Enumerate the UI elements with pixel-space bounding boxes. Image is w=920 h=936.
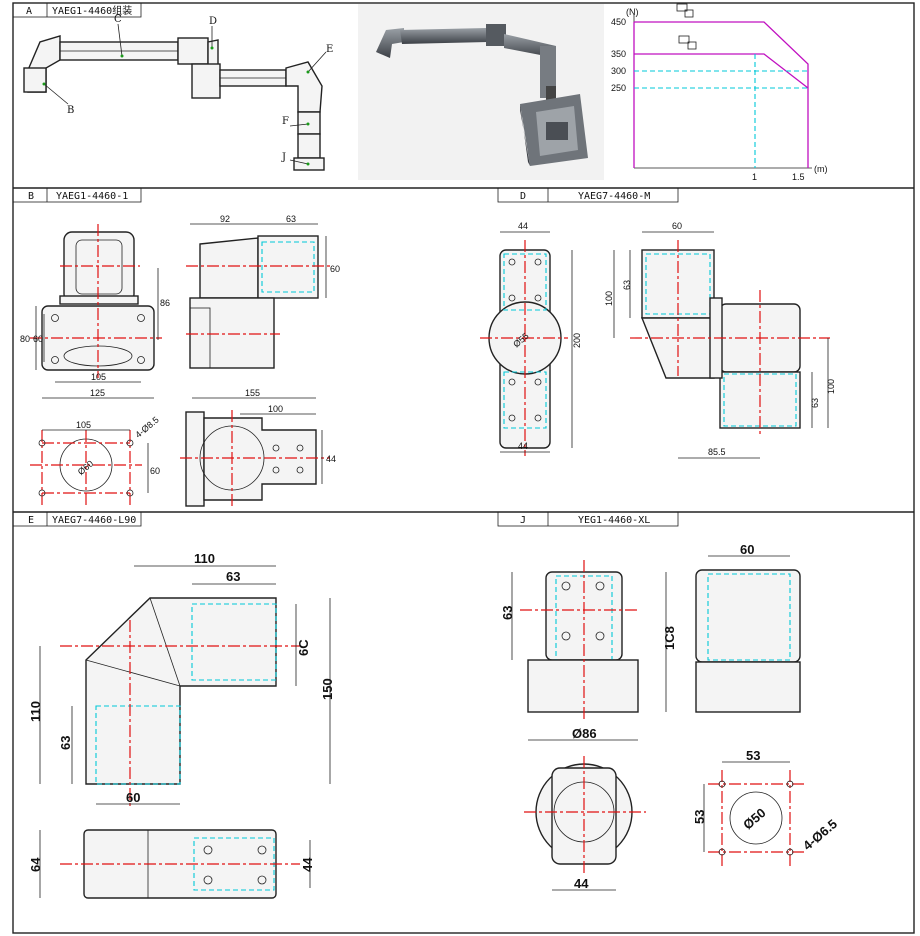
chart-x-tick-1-5: 1.5 <box>792 172 805 182</box>
assembly-render <box>358 4 604 180</box>
dim-D-100b: 100 <box>826 379 836 394</box>
dim-E-150: 150 <box>320 678 335 700</box>
section-title-J: J YEG1-4460-XL <box>497 511 679 527</box>
section-code-B: YAEG1-4460-1 <box>56 191 128 202</box>
dim-D-60: 60 <box>672 221 682 231</box>
section-code-J: YEG1-4460-XL <box>578 515 650 526</box>
dim-E-6c: 6C <box>296 639 311 656</box>
view-B: 86 80 60 105 125 92 63 60 105 4-Ø8.5 Ø60 <box>20 214 340 507</box>
callout-D: D <box>209 16 217 27</box>
chart-y-unit: (N) <box>626 7 639 17</box>
dim-B-44: 44 <box>326 454 336 464</box>
dim-J-dia50: Ø50 <box>740 805 768 832</box>
section-letter-E: E <box>28 515 34 526</box>
dim-E-64: 64 <box>28 857 43 872</box>
dim-J-dia86: Ø86 <box>572 726 597 741</box>
dim-J-holes: 4-Ø6.5 <box>800 816 840 853</box>
section-letter-B: B <box>28 191 34 202</box>
dim-J-53b: 53 <box>692 810 707 824</box>
dim-B-dia60: Ø60 <box>76 458 95 477</box>
dim-B-125: 125 <box>90 388 105 398</box>
dim-D-200: 200 <box>572 333 582 348</box>
dim-D-85-5: 85.5 <box>708 447 726 457</box>
dim-B-100: 100 <box>268 404 283 414</box>
dim-E-110b: 110 <box>28 701 43 722</box>
section-code-E: YAEG7-4460-L90 <box>52 515 136 526</box>
dim-B-92: 92 <box>220 214 230 224</box>
sheet-border <box>12 2 915 934</box>
dim-B-holes: 4-Ø8.5 <box>133 415 161 440</box>
callout-B: B <box>67 105 74 116</box>
chart-x-tick-1: 1 <box>752 172 757 182</box>
dim-B-155: 155 <box>245 388 260 398</box>
dim-E-63b: 63 <box>58 736 73 750</box>
dim-B-60b: 60 <box>150 466 160 476</box>
chart-y-tick-350: 350 <box>611 49 626 59</box>
load-chart: (N) (m) 450 350 300 250 1 1.5 <box>611 3 828 182</box>
dim-E-110a: 110 <box>194 551 215 566</box>
dim-B-105a: 105 <box>91 372 106 382</box>
dim-J-1c8: 1C8 <box>662 626 677 650</box>
arm-icon <box>676 3 697 50</box>
chart-x-unit: (m) <box>814 164 828 174</box>
callout-F: F <box>282 116 289 127</box>
dim-D-44a: 44 <box>518 221 528 231</box>
view-J: 63 1C8 Ø86 60 44 53 53 Ø50 4-Ø6.5 <box>500 542 840 891</box>
dim-D-63b: 63 <box>810 398 820 408</box>
section-letter-A: A <box>26 6 32 17</box>
dim-B-60a: 60 <box>33 334 43 344</box>
dim-D-63a: 63 <box>622 280 632 290</box>
dim-B-86: 86 <box>160 298 170 308</box>
dim-B-105b: 105 <box>76 420 91 430</box>
load-curve-outer <box>634 21 809 168</box>
dim-J-53a: 53 <box>746 748 760 763</box>
load-curve-inner <box>634 53 809 89</box>
dim-J-60: 60 <box>740 542 754 557</box>
dim-D-44b: 44 <box>518 441 528 451</box>
chart-y-tick-250: 250 <box>611 83 626 93</box>
dim-E-63a: 63 <box>226 569 240 584</box>
dim-B-60: 60 <box>330 264 340 274</box>
section-title-A: A YAEG1-4460组装 <box>12 2 142 18</box>
callout-C: C <box>114 14 122 25</box>
dim-J-44: 44 <box>574 876 589 891</box>
section-title-E: E YAEG7-4460-L90 <box>12 511 142 527</box>
dim-J-63: 63 <box>500 606 515 620</box>
dim-B-63: 63 <box>286 214 296 224</box>
dim-D-100a: 100 <box>604 291 614 306</box>
view-E: 110 63 6C 150 110 63 60 64 44 <box>28 551 335 899</box>
view-D: 44 44 200 Ø55 60 63 100 63 100 85.5 <box>480 221 836 459</box>
dim-E-60: 60 <box>126 790 140 805</box>
chart-y-tick-300: 300 <box>611 66 626 76</box>
section-title-D: D YAEG7-4460-M <box>497 187 679 203</box>
assembly-drawing: C D B E F J <box>23 14 333 171</box>
section-code-A: YAEG1-4460组装 <box>52 4 132 17</box>
callout-E: E <box>326 44 333 55</box>
section-letter-D: D <box>520 191 526 202</box>
dim-B-80: 80 <box>20 334 30 344</box>
section-code-D: YAEG7-4460-M <box>578 191 650 202</box>
section-letter-J: J <box>520 515 526 526</box>
chart-y-tick-450: 450 <box>611 17 626 27</box>
dim-E-44: 44 <box>300 857 315 872</box>
callout-J: J <box>281 152 286 163</box>
section-title-B: B YAEG1-4460-1 <box>12 187 142 203</box>
